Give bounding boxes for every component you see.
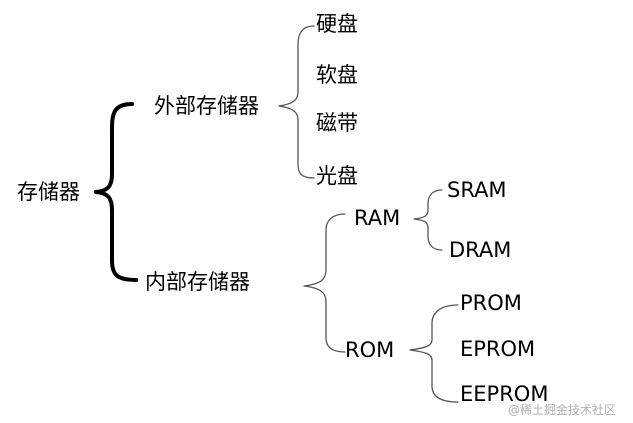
ram-item-sram: SRAM — [447, 178, 507, 202]
rom-item-eprom: EPROM — [460, 337, 536, 361]
ram-label: RAM — [354, 206, 401, 230]
root-label: 存储器 — [17, 180, 80, 204]
internal-storage-label: 内部存储器 — [145, 270, 250, 294]
rom-label: ROM — [345, 338, 395, 362]
external-storage-label: 外部存储器 — [154, 94, 259, 118]
root-brace — [94, 102, 138, 282]
external-item-tape: 磁带 — [316, 111, 358, 135]
watermark-text: @稀土掘金技术社区 — [508, 403, 617, 417]
internal-brace — [303, 213, 346, 353]
external-item-floppy-disk: 软盘 — [316, 63, 358, 87]
ram-item-dram: DRAM — [449, 238, 512, 262]
ram-brace — [413, 189, 443, 251]
external-item-optical-disc: 光盘 — [316, 164, 358, 188]
rom-item-prom: PROM — [460, 291, 522, 315]
external-brace — [278, 25, 315, 179]
rom-item-eeprom: EEPROM — [460, 382, 549, 406]
rom-brace — [409, 304, 459, 403]
external-item-hard-disk: 硬盘 — [316, 12, 358, 36]
